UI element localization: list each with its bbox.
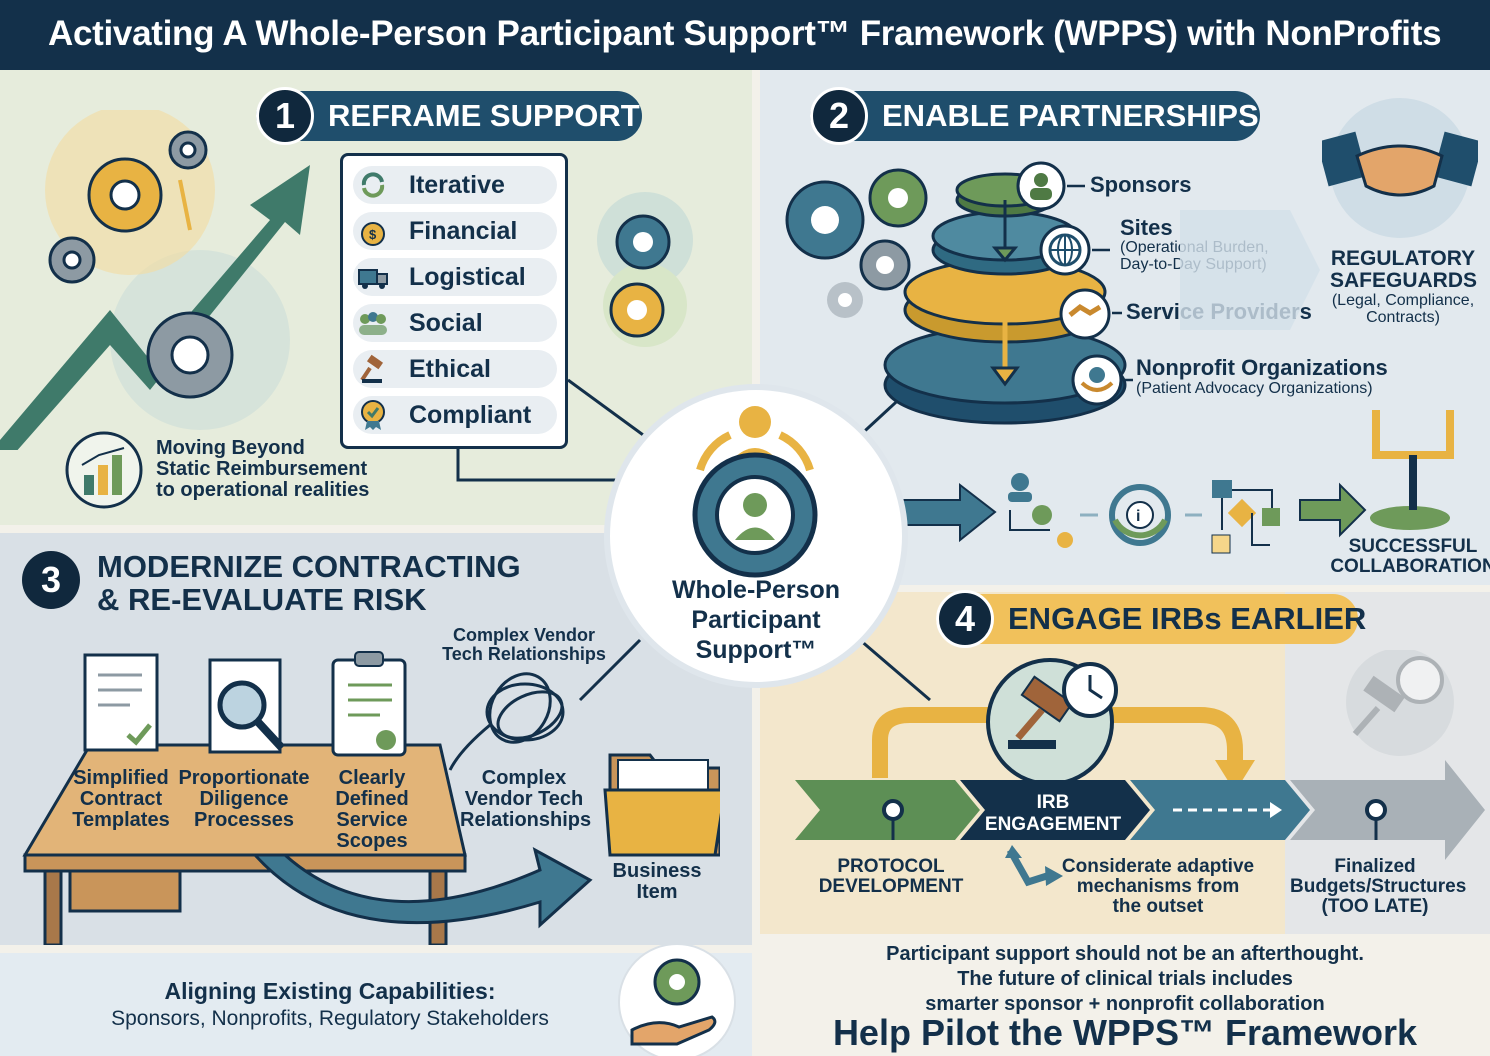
section-4-title: ENGAGE IRBs EARLIER xyxy=(1008,601,1367,636)
tangled-wires-icon xyxy=(448,672,565,771)
gear-icon xyxy=(868,168,928,228)
gear-icon xyxy=(859,239,911,291)
footer-left-title: Aligning Existing Capabilities: xyxy=(164,978,496,1004)
irb-gavel-icon xyxy=(986,658,1118,786)
page-title: Activating A Whole-Person Participant Su… xyxy=(48,14,1442,53)
layer-sponsors: Sponsors xyxy=(1090,172,1192,197)
gear-icon xyxy=(615,214,671,270)
refresh-icon xyxy=(353,166,393,204)
layer-sites: Sites xyxy=(1120,215,1173,240)
money-bag-icon: $ xyxy=(353,212,393,250)
irb-timeline xyxy=(795,650,1485,887)
gear-icon xyxy=(827,282,863,318)
collaboration-flow: i xyxy=(900,410,1454,554)
support-dimensions-list: Iterative $ Financial Logistical Social … xyxy=(340,153,568,449)
process-blocks-icon xyxy=(1211,480,1280,554)
gavel-icon xyxy=(353,350,393,388)
gear-icon xyxy=(87,157,163,233)
truck-icon xyxy=(353,258,393,296)
handshake-illustration xyxy=(1322,98,1478,238)
list-item: Iterative xyxy=(353,166,557,204)
list-item: Compliant xyxy=(353,396,557,434)
document-check-icon xyxy=(83,653,159,752)
footer-right-message: Participant support should not be an aft… xyxy=(886,943,1364,1015)
faded-gavel-icon xyxy=(1346,650,1454,756)
section-1-number: 1 xyxy=(256,87,314,145)
section-3-number: 3 xyxy=(22,551,80,609)
list-item: Logistical xyxy=(353,258,557,296)
magnifier-document-icon xyxy=(208,658,285,754)
bar-chart-icon xyxy=(65,431,143,509)
regulatory-arrow xyxy=(1180,210,1320,330)
list-item: $ Financial xyxy=(353,212,557,250)
gear-icon xyxy=(48,130,234,399)
svg-text:$: $ xyxy=(369,227,377,242)
people-flow-icon xyxy=(1008,473,1073,548)
list-item: Ethical xyxy=(353,350,557,388)
layer-nonprofits-note: (Patient Advocacy Organizations) xyxy=(1136,380,1373,397)
section-1-pill: 1 REFRAME SUPPORT xyxy=(256,87,642,145)
clipboard-icon xyxy=(331,651,407,757)
growth-arrow-illustration xyxy=(0,110,310,450)
section-2-pill: 2 ENABLE PARTNERSHIPS xyxy=(810,87,1260,145)
cta-headline: Help Pilot the WPPS™ Framework xyxy=(832,1012,1418,1053)
layer-nonprofits: Nonprofit Organizations xyxy=(1136,355,1388,380)
care-hands-icon xyxy=(1071,354,1123,406)
section-2-number: 2 xyxy=(810,87,868,145)
header-bar: Activating A Whole-Person Participant Su… xyxy=(0,0,1490,70)
sponsor-person-icon xyxy=(1016,161,1066,211)
badge-check-icon xyxy=(353,396,393,434)
section-1-title: REFRAME SUPPORT xyxy=(328,98,640,133)
gears-cluster xyxy=(785,168,928,318)
gears-illustration xyxy=(597,192,693,347)
participant-gear-icon xyxy=(692,406,818,578)
regulatory-note: (Legal, Compliance, Contracts) xyxy=(1331,292,1475,326)
panel-footer-right xyxy=(760,940,1490,1056)
footer-left-subtitle: Sponsors, Nonprofits, Regulatory Stakeho… xyxy=(111,1007,549,1030)
panel-irb-late xyxy=(1285,592,1490,934)
reframe-caption: Moving Beyond Static Reimbursement to op… xyxy=(156,437,370,501)
folder-icon xyxy=(603,753,720,857)
contracting-desk-illustration xyxy=(22,651,720,945)
globe-icon xyxy=(1039,224,1091,276)
section-3-title: MODERNIZE CONTRACTING & RE-EVALUATE RISK xyxy=(97,549,521,618)
people-icon xyxy=(353,304,393,342)
list-item: Social xyxy=(353,304,557,342)
gear-hand-icon xyxy=(618,943,736,1056)
section-2-title: ENABLE PARTNERSHIPS xyxy=(882,98,1259,133)
section-4-pill: 4 ENGAGE IRBs EARLIER xyxy=(936,590,1366,648)
regulatory-title: REGULATORY SAFEGUARDS xyxy=(1330,247,1478,293)
gear-icon xyxy=(785,180,865,260)
section-4-number: 4 xyxy=(936,590,994,648)
svg-text:i: i xyxy=(1136,508,1140,525)
hub-title: Whole-Person Participant Support™ xyxy=(671,576,841,664)
vendor-top-label: Complex Vendor Tech Relationships xyxy=(442,625,606,664)
handshake-icon xyxy=(1059,288,1111,340)
collaboration-outcome: SUCCESSFUL COLLABORATION xyxy=(1330,536,1490,577)
info-cycle-icon: i xyxy=(1109,484,1171,546)
goalpost-icon xyxy=(1370,410,1454,530)
gear-icon xyxy=(609,282,665,338)
